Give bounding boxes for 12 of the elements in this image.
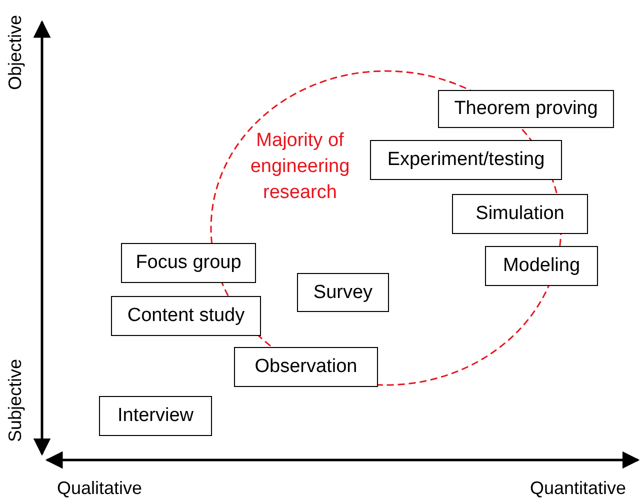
axis-label: Quantitative <box>530 478 626 499</box>
method-box: Content study <box>111 296 261 336</box>
method-box: Interview <box>99 396 212 436</box>
axis-label: Qualitative <box>57 478 142 499</box>
region-label: Majority of engineering research <box>249 129 351 205</box>
method-box: Survey <box>297 273 389 312</box>
method-box: Simulation <box>452 194 588 234</box>
method-box: Focus group <box>121 243 256 283</box>
axis-label: Subjective <box>4 358 26 442</box>
axis-label: Objective <box>4 14 26 90</box>
method-box: Theorem proving <box>438 90 614 128</box>
method-box: Modeling <box>485 246 598 286</box>
